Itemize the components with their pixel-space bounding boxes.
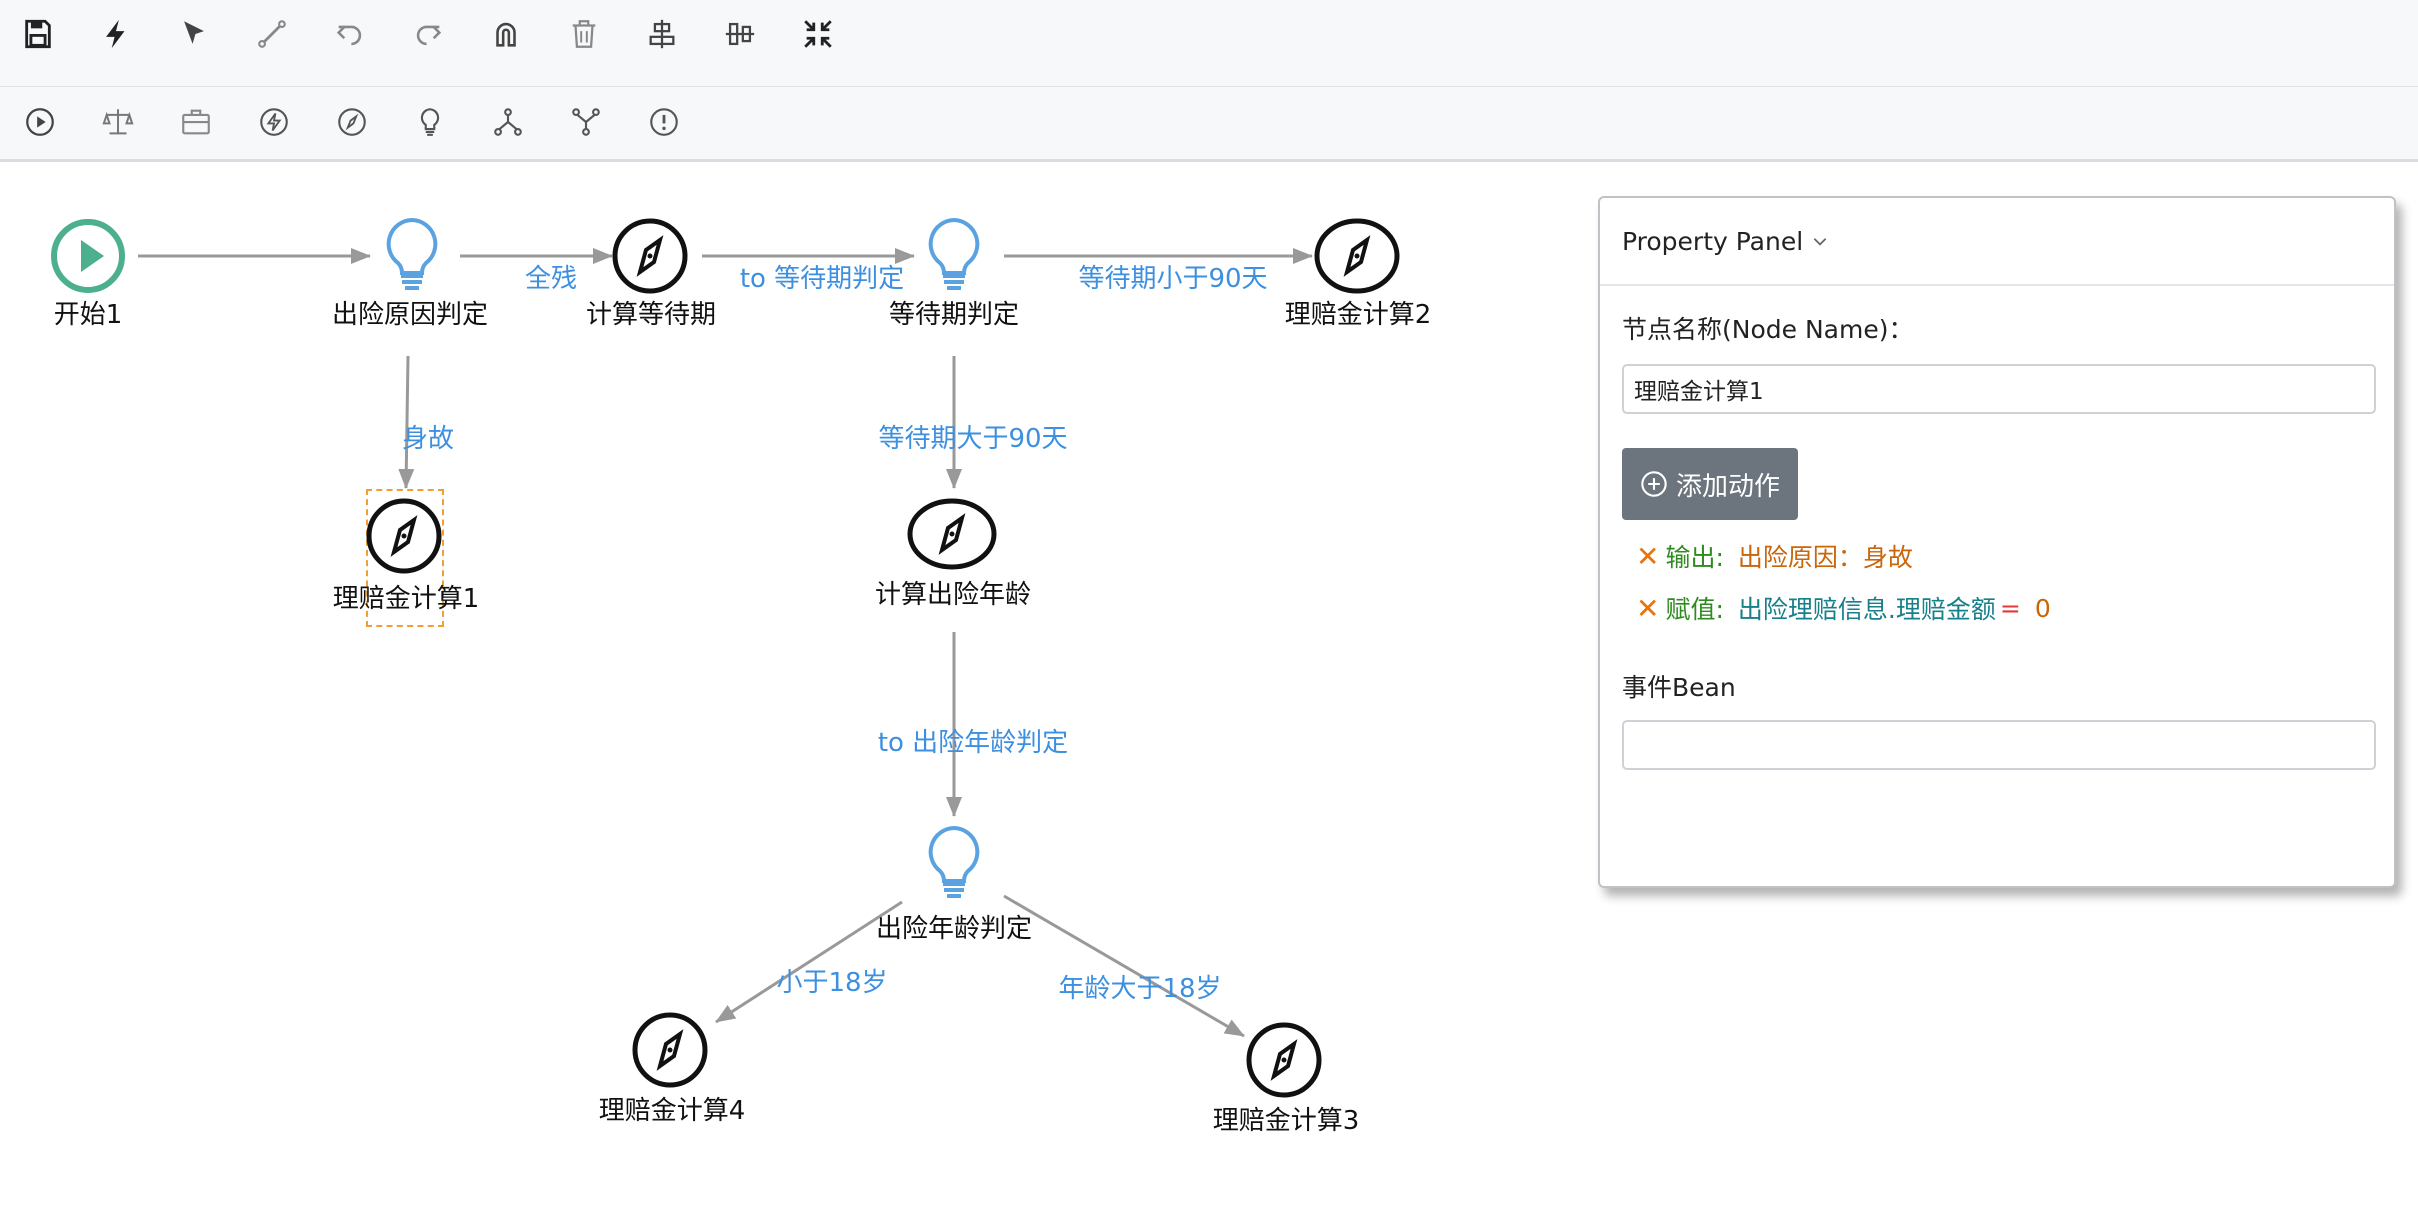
script-node-claim2[interactable] xyxy=(1314,216,1400,296)
lightbulb-icon xyxy=(928,825,980,898)
scale-icon[interactable] xyxy=(88,92,148,152)
pointer-icon[interactable] xyxy=(164,4,224,64)
edge-label-wait-lt-90[interactable]: 等待期小于90天 xyxy=(1078,264,1268,294)
script-node-icon[interactable] xyxy=(322,92,382,152)
compass-icon xyxy=(366,498,442,574)
script-node-claim1[interactable] xyxy=(364,496,444,576)
script-node-calc-wait[interactable] xyxy=(610,216,690,296)
lightbulb-icon xyxy=(386,217,438,290)
briefcase-icon[interactable] xyxy=(166,92,226,152)
add-action-button[interactable]: 添加动作 xyxy=(1622,448,1798,520)
flow-canvas[interactable]: 开始1 出险原因判定 计算等待期 等待期判定 理赔金计算2 理赔金计算1 计算出… xyxy=(0,162,2418,1222)
decision-node-wait[interactable] xyxy=(914,214,994,294)
align-center-icon[interactable] xyxy=(632,4,692,64)
undo-icon[interactable] xyxy=(320,4,380,64)
node-label-claim1[interactable]: 理赔金计算1 xyxy=(332,584,480,614)
action-row-output: ✕ 输出: 出险原因：身故 xyxy=(1636,538,1913,574)
remove-action-icon[interactable]: ✕ xyxy=(1636,539,1660,573)
edge-label-lt-18[interactable]: 小于18岁 xyxy=(776,968,888,998)
node-label-claim2[interactable]: 理赔金计算2 xyxy=(1284,300,1432,330)
edge-label-quan-can[interactable]: 全残 xyxy=(524,264,578,294)
bolt-icon[interactable] xyxy=(86,4,146,64)
connector-icon[interactable] xyxy=(242,4,302,64)
property-panel: Property Panel 节点名称(Node Name)： 添加动作 ✕ 输… xyxy=(1598,196,2396,888)
start-node[interactable] xyxy=(48,216,128,296)
compass-icon xyxy=(612,218,688,294)
flow-edges xyxy=(138,248,1313,1038)
script-node-claim3[interactable] xyxy=(1244,1020,1324,1100)
chevron-down-icon xyxy=(1813,238,1827,246)
compass-icon xyxy=(1314,218,1400,294)
edge-shen-gu[interactable] xyxy=(398,355,415,489)
node-label-calc-wait[interactable]: 计算等待期 xyxy=(585,300,717,330)
decision-node-icon[interactable] xyxy=(400,92,460,152)
fork-icon[interactable] xyxy=(478,92,538,152)
event-bean-input[interactable] xyxy=(1622,720,2376,770)
node-name-input[interactable] xyxy=(1622,364,2376,414)
join-icon[interactable] xyxy=(556,92,616,152)
remove-action-icon[interactable]: ✕ xyxy=(1636,591,1660,625)
magnet-icon[interactable] xyxy=(476,4,536,64)
add-action-label: 添加动作 xyxy=(1675,471,1780,502)
decision-node-cause[interactable] xyxy=(372,214,452,294)
play-icon xyxy=(51,219,125,293)
script-node-calc-age[interactable] xyxy=(906,494,998,574)
compress-icon[interactable] xyxy=(788,4,848,64)
compass-icon xyxy=(1246,1022,1322,1098)
main-toolbar xyxy=(0,0,2418,87)
action-node-icon[interactable] xyxy=(244,92,304,152)
action-value[interactable]: 出险原因：身故 xyxy=(1737,543,1913,572)
start-node-icon[interactable] xyxy=(10,92,70,152)
action-type: 输出: xyxy=(1665,543,1724,572)
trash-icon[interactable] xyxy=(554,4,614,64)
node-label-claim4[interactable]: 理赔金计算4 xyxy=(598,1096,746,1126)
action-target[interactable]: 出险理赔信息.理赔金额 xyxy=(1737,595,1996,624)
edge-label-wait-gt-90[interactable]: 等待期大于90天 xyxy=(878,424,1068,454)
node-label-calc-age[interactable]: 计算出险年龄 xyxy=(874,580,1032,610)
edge-label-to-wait-decision[interactable]: to 等待期判定 xyxy=(739,264,905,294)
redo-icon[interactable] xyxy=(398,4,458,64)
edge-label-to-age-decision[interactable]: to 出险年龄判定 xyxy=(877,728,1069,758)
action-operator[interactable]: = xyxy=(1999,593,2021,623)
save-icon[interactable] xyxy=(8,4,68,64)
node-palette xyxy=(0,87,2418,162)
edge-label-gt-18[interactable]: 年龄大于18岁 xyxy=(1058,974,1222,1004)
node-label-cause-decision[interactable]: 出险原因判定 xyxy=(331,300,489,330)
lightbulb-icon xyxy=(928,217,980,290)
edge-gt-18[interactable] xyxy=(1003,894,1245,1038)
edge-lt-18[interactable] xyxy=(715,900,903,1024)
property-panel-header[interactable]: Property Panel xyxy=(1600,198,2394,286)
script-node-claim4[interactable] xyxy=(630,1010,710,1090)
compass-icon xyxy=(907,498,997,570)
event-bean-label: 事件Bean xyxy=(1622,673,1736,702)
node-label-start1[interactable]: 开始1 xyxy=(53,300,123,330)
align-middle-icon[interactable] xyxy=(710,4,770,64)
decision-node-age[interactable] xyxy=(914,822,994,902)
node-label-claim3[interactable]: 理赔金计算3 xyxy=(1212,1106,1360,1136)
action-type: 赋值: xyxy=(1665,595,1724,624)
action-row-assign: ✕ 赋值: 出险理赔信息.理赔金额 = 0 xyxy=(1636,590,2051,626)
end-node-icon[interactable] xyxy=(634,92,694,152)
node-label-age-decision[interactable]: 出险年龄判定 xyxy=(875,914,1033,944)
panel-title: Property Panel xyxy=(1622,226,1804,256)
edge-label-shen-gu[interactable]: 身故 xyxy=(401,424,455,454)
plus-circle-icon xyxy=(1641,471,1667,497)
action-value[interactable]: 0 xyxy=(2034,593,2051,623)
node-label-wait-decision[interactable]: 等待期判定 xyxy=(888,300,1020,330)
node-name-label: 节点名称(Node Name)： xyxy=(1622,315,1914,344)
compass-icon xyxy=(632,1012,708,1088)
